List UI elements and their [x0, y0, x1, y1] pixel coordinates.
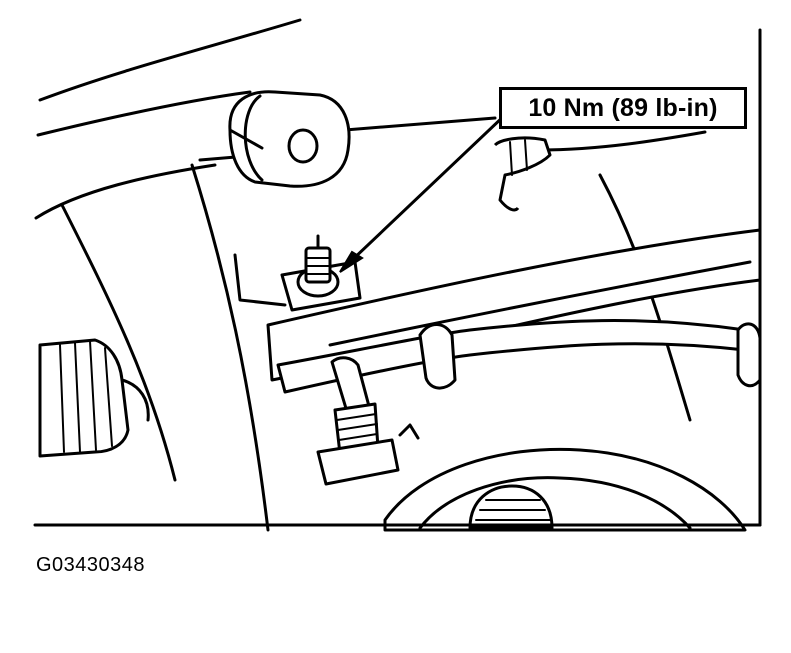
center-vertical-contour — [190, 163, 270, 532]
mount-hole — [287, 128, 319, 164]
figure-number: G03430348 — [36, 554, 146, 576]
left-panel-curve — [34, 163, 217, 220]
panel-edge-right — [343, 116, 497, 132]
rail-fold — [328, 260, 752, 347]
round-housing — [383, 447, 747, 532]
leader-line — [348, 113, 507, 264]
boot-ribs — [59, 340, 113, 453]
upper-body-edge — [38, 18, 302, 102]
sensor-hex-base — [316, 438, 400, 486]
leader-arrowhead — [339, 250, 364, 273]
housing-boss — [468, 484, 554, 530]
sensor-threads — [336, 413, 378, 441]
mount-ridge — [228, 128, 264, 150]
bolt-threads — [305, 257, 331, 275]
left-vertical-contour — [60, 203, 177, 482]
boss-threads — [475, 499, 551, 521]
left-boot — [38, 338, 130, 458]
connector-ribs — [509, 139, 528, 176]
panel-edge — [36, 90, 252, 137]
boot-end — [120, 378, 150, 422]
sensor-pipe — [330, 356, 372, 417]
right-panel-curve — [538, 130, 707, 152]
hose-connector — [493, 136, 552, 212]
mount-flange — [243, 94, 264, 182]
housing-inner-ring — [418, 476, 692, 530]
bracket-edge — [233, 253, 287, 307]
small-clip — [398, 423, 420, 440]
line-fitting-right — [736, 322, 762, 388]
line-clamp — [418, 323, 457, 390]
torque-callout: 10 Nm (89 lb-in) — [499, 87, 747, 129]
